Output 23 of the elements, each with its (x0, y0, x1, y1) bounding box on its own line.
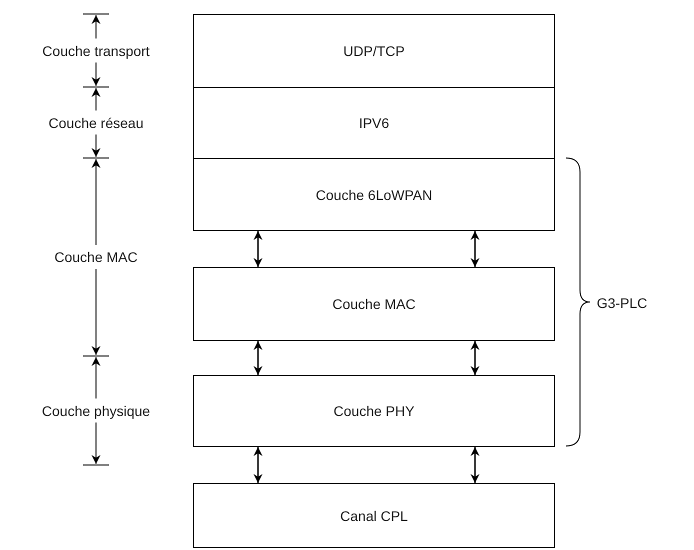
layer-box (193, 158, 555, 231)
layer-box (193, 87, 555, 159)
double-arrow (470, 447, 480, 483)
layer-name: Couche MAC (332, 296, 416, 312)
double-arrow (470, 231, 480, 267)
layer-box (193, 375, 555, 447)
group-label: G3-PLC (596, 295, 648, 311)
layer-name: Couche 6LoWPAN (316, 186, 432, 202)
layer-name: Canal CPL (340, 508, 408, 524)
double-arrow (254, 447, 262, 483)
layer-box (193, 483, 555, 548)
dimension-label: Couche MAC (54, 249, 138, 265)
double-arrow (254, 341, 262, 375)
dimension-label: Couche réseau (48, 114, 144, 130)
double-arrow (470, 341, 480, 375)
layer-box (193, 14, 555, 88)
layer-name: UDP/TCP (343, 43, 405, 59)
layer-box (193, 267, 555, 341)
double-arrow (254, 231, 262, 267)
layer-name: IPV6 (358, 115, 390, 131)
dimension-label: Couche physique (42, 402, 150, 418)
layer-name: Couche PHY (334, 403, 414, 419)
dimension-label: Couche transport (42, 42, 150, 58)
